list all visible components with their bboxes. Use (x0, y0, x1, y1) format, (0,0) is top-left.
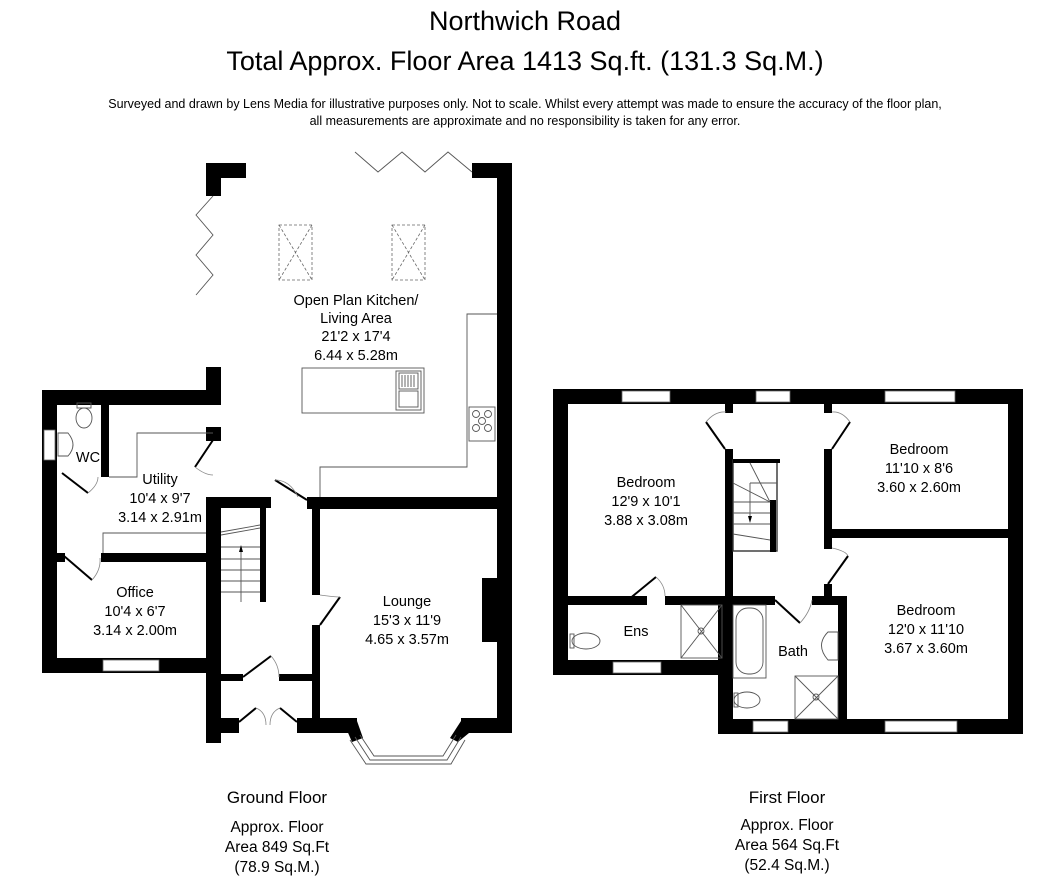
basin-icon (57, 432, 74, 457)
total-floor-area: Total Approx. Floor Area 1413 Sq.ft. (13… (226, 46, 824, 76)
ground-floor-area-line-3: (78.9 Sq.M.) (234, 859, 320, 876)
first-floor-caption: First Floor Approx. Floor Area 564 Sq.Ft… (687, 788, 887, 876)
room-dimensions-utility-imperial: 10'4 x 9'7 (129, 491, 190, 507)
room-dimensions-kitchen-metric: 6.44 x 5.28m (314, 348, 398, 364)
first-floor-area-line-3: (52.4 Sq.M.) (744, 857, 830, 874)
room-dimensions-utility-metric: 3.14 x 2.91m (118, 510, 202, 526)
first-floor-title: First Floor (748, 788, 826, 807)
room-dimensions-bedroom-2-metric: 3.60 x 2.60m (877, 480, 961, 496)
room-label-kitchen-line2: Living Area (320, 311, 393, 327)
basin-icon (821, 631, 839, 661)
room-label-bath: Bath (778, 644, 808, 660)
hob-icon (468, 406, 496, 442)
first-floor-area-line-2: Area 564 Sq.Ft (734, 837, 840, 854)
room-dimensions-lounge-imperial: 15'3 x 11'9 (373, 613, 441, 629)
room-label-ensuite: Ens (624, 624, 649, 640)
room-dimensions-bedroom-3-imperial: 12'0 x 11'10 (888, 622, 964, 638)
room-dimensions-kitchen-imperial: 21'2 x 17'4 (321, 329, 390, 345)
room-dimensions-bedroom-3-metric: 3.67 x 3.60m (884, 641, 968, 657)
sink-icon (395, 370, 422, 411)
room-dimensions-office-imperial: 10'4 x 6'7 (104, 604, 165, 620)
room-dimensions-bedroom-1-imperial: 12'9 x 10'1 (611, 494, 680, 510)
room-dimensions-office-metric: 3.14 x 2.00m (93, 623, 177, 639)
ground-floor-plan: WC (42, 151, 512, 765)
room-label-utility: Utility (142, 472, 178, 488)
room-dimensions-bedroom-1-metric: 3.88 x 3.08m (604, 513, 688, 529)
first-floor-area-line-1: Approx. Floor (740, 817, 834, 834)
staircase-icon (220, 507, 266, 602)
toilet-icon (75, 402, 93, 429)
room-dimensions-lounge-metric: 4.65 x 3.57m (365, 632, 449, 648)
shower-tray-icon (680, 604, 723, 659)
skylight-icon (278, 224, 313, 281)
toilet-icon (733, 691, 761, 709)
room-label-kitchen-line1: Open Plan Kitchen/ (294, 293, 420, 309)
room-label-bedroom-3: Bedroom (897, 603, 956, 619)
skylight-icon (391, 224, 426, 281)
bay-window-icon (343, 721, 469, 765)
room-label-lounge: Lounge (383, 594, 431, 610)
ground-floor-area-line-2: Area 849 Sq.Ft (224, 839, 330, 856)
ground-floor-caption: Ground Floor Approx. Floor Area 849 Sq.F… (177, 788, 377, 878)
ground-floor-title: Ground Floor (226, 788, 328, 807)
shower-tray-icon (794, 675, 839, 720)
room-dimensions-bedroom-2-imperial: 11'10 x 8'6 (885, 461, 953, 477)
ground-floor-area-line-1: Approx. Floor (230, 819, 324, 836)
first-floor-plan: Bedroom 12'9 x 10'1 3.88 x 3.08m Bedroom… (553, 389, 1023, 734)
bathtub-icon (732, 604, 767, 679)
room-label-bedroom-2: Bedroom (890, 442, 949, 458)
disclaimer-line-2: all measurements are approximate and no … (309, 114, 741, 128)
room-label-wc: WC (76, 450, 100, 466)
staircase-icon (732, 459, 780, 552)
property-title: Northwich Road (428, 6, 622, 36)
toilet-icon (569, 632, 601, 650)
room-label-bedroom-1: Bedroom (617, 475, 676, 491)
room-label-office: Office (116, 585, 154, 601)
disclaimer-line-1: Surveyed and drawn by Lens Media for ill… (108, 97, 942, 111)
